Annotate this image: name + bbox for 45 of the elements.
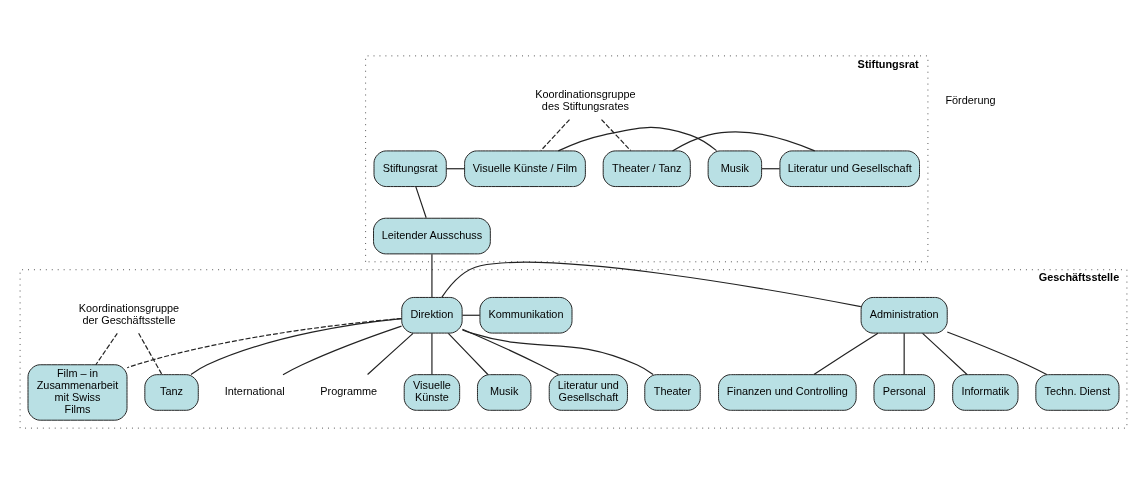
- node-box: Kommunikation: [479, 296, 573, 334]
- connector: [540, 119, 571, 152]
- label: Förderung: [945, 94, 996, 107]
- connector: [282, 325, 403, 376]
- connector: [138, 332, 163, 376]
- node-box: Leitender Ausschuss: [373, 217, 491, 255]
- node-text: Programme: [320, 385, 378, 398]
- node-box: Administration: [860, 296, 948, 334]
- connector: [445, 168, 466, 170]
- node-box: Musik: [476, 374, 532, 411]
- node-box: Informatik: [952, 374, 1019, 411]
- node-box: Musik: [707, 150, 763, 188]
- node-text: Koordinationsgruppe der Geschäftsstelle: [78, 302, 180, 326]
- connector: [461, 329, 654, 376]
- node-box: Literatur und Gesellschaft: [548, 374, 628, 411]
- node-box: Film – in Zusammenarbeit mit Swiss Films: [27, 364, 128, 421]
- node-box: Visuelle Künste: [403, 374, 461, 411]
- connector: [557, 126, 718, 152]
- node-box: Visuelle Künste / Film: [464, 150, 586, 188]
- connector: [95, 332, 118, 366]
- connector: [946, 331, 1048, 376]
- connector: [441, 261, 862, 308]
- node-box: Direktion: [401, 296, 463, 334]
- connector: [366, 332, 414, 376]
- node-box: Theater / Tanz: [602, 150, 691, 188]
- connector: [461, 328, 560, 376]
- node-box: Stiftungsrat: [373, 150, 447, 188]
- connector: [431, 253, 433, 298]
- node-box: Finanzen und Controlling: [718, 374, 857, 411]
- node-text: Koordinationsgruppe des Stiftungsrates: [535, 88, 636, 113]
- connector: [190, 318, 403, 376]
- connector: [671, 131, 816, 152]
- node-box: Literatur und Gesellschaft: [779, 150, 920, 188]
- node-box: Techn. Dienst: [1035, 374, 1120, 411]
- connector: [600, 119, 632, 152]
- node-text: International: [224, 385, 285, 398]
- connector: [813, 332, 879, 375]
- connector: [415, 186, 427, 219]
- connector: [922, 332, 968, 376]
- connector: [903, 332, 905, 376]
- connector: [431, 332, 433, 376]
- node-box: Tanz: [144, 374, 199, 411]
- node-box: Theater: [644, 374, 701, 411]
- connector: [447, 332, 489, 376]
- node-box: Personal: [873, 374, 935, 411]
